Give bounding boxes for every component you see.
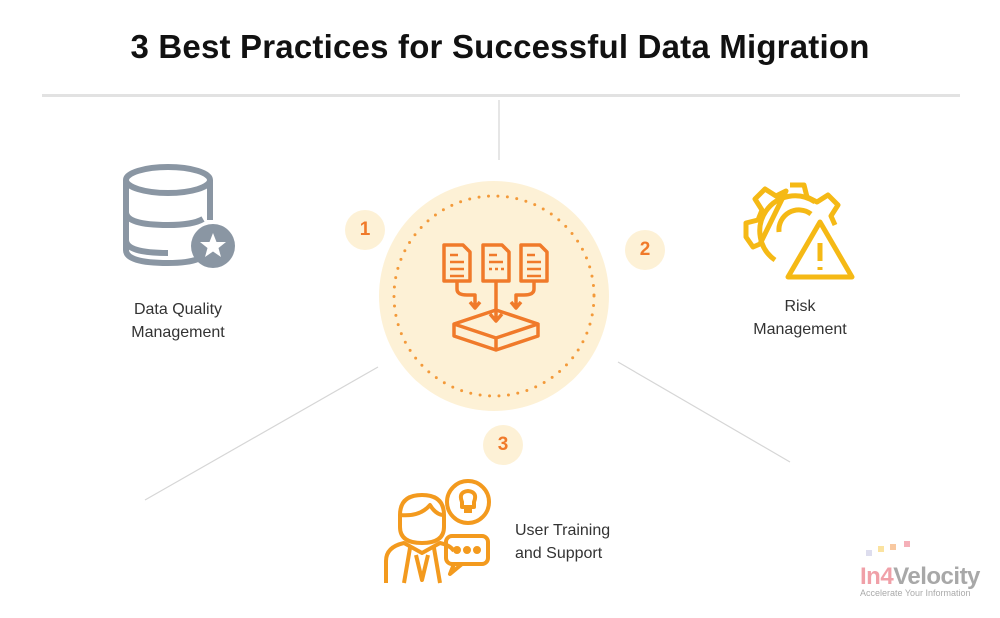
logo-name-velocity: Velocity: [893, 563, 980, 590]
label-line: and Support: [515, 545, 603, 562]
label-line: Data Quality: [133, 301, 223, 318]
practice-label-risk: Risk Management: [740, 295, 860, 341]
in4velocity-logo: In4Velocity Accelerate Your Information: [860, 540, 980, 598]
user-support-icon: [384, 479, 491, 584]
logo-squares-icon: [866, 541, 910, 556]
practice-number-badge: 1: [345, 210, 385, 250]
practice-number-badge: 2: [625, 230, 665, 270]
logo-name: In4Velocity: [860, 563, 980, 591]
gear-warning-icon: [743, 182, 855, 280]
title-divider: [42, 94, 960, 97]
label-line: Management: [131, 324, 225, 341]
center-circle: [379, 181, 609, 411]
label-line: Management: [753, 321, 847, 338]
data-migration-icon: [442, 243, 549, 352]
label-line: User Training: [515, 522, 611, 539]
practice-label-user-training: User Training and Support: [515, 519, 655, 565]
logo-name-in4: In4: [860, 563, 894, 590]
practice-number-badge: 3: [483, 425, 523, 465]
page-title: 3 Best Practices for Successful Data Mig…: [130, 28, 870, 65]
connector-right: [617, 361, 791, 463]
dotted-ring: [392, 194, 596, 398]
database-star-icon: [123, 164, 235, 268]
label-line: Risk: [784, 298, 816, 315]
logo-tagline: Accelerate Your Information: [860, 588, 971, 598]
practice-label-data-quality: Data Quality Management: [118, 298, 238, 344]
connector-lines: [144, 100, 791, 501]
connector-left: [144, 366, 379, 501]
